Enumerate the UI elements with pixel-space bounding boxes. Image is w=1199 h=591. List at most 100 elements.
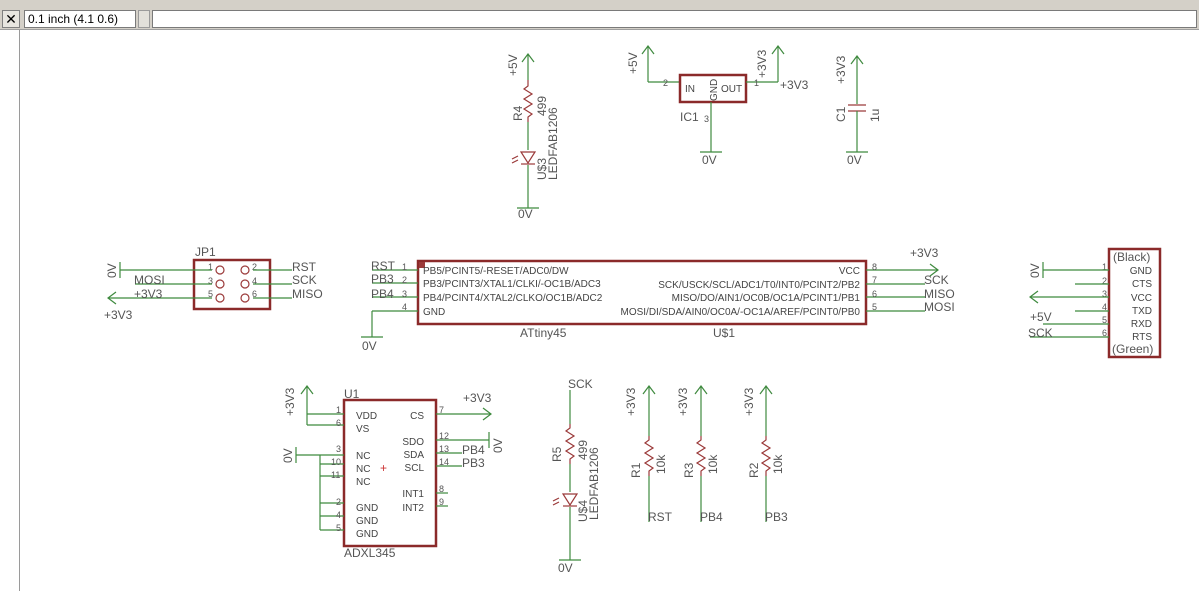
svg-text:NC: NC xyxy=(356,477,370,488)
ic1-pin-out: OUT xyxy=(721,84,742,95)
r3-value: 10k xyxy=(706,454,720,474)
grid-info-field[interactable]: 0.1 inch (4.1 0.6) xyxy=(24,10,136,28)
attiny-net-pb4: PB4 xyxy=(371,287,394,301)
jp1-mosi-label: MOSI xyxy=(134,273,165,287)
jp1-v33-out: +3V3 xyxy=(104,308,133,322)
svg-text:SDO: SDO xyxy=(402,437,424,448)
adxl-power-label: +3V3 xyxy=(283,387,297,416)
svg-text:INT1: INT1 xyxy=(402,489,424,500)
c1-block[interactable]: +3V3 C1 1u 0V xyxy=(834,55,882,167)
adxl-name: U1 xyxy=(344,387,360,401)
svg-text:GND: GND xyxy=(1130,266,1152,277)
r2-block[interactable]: +3V3 R2 10k PB3 xyxy=(742,385,788,524)
svg-text:NC: NC xyxy=(356,451,370,462)
led4-net-label: SCK xyxy=(568,377,593,391)
c1-value: 1u xyxy=(868,109,882,122)
r1-value: 10k xyxy=(654,454,668,474)
ic1-pin-in: IN xyxy=(685,84,695,95)
svg-text:INT2: INT2 xyxy=(402,503,424,514)
svg-text:4: 4 xyxy=(336,510,341,520)
jp1-name: JP1 xyxy=(195,245,216,259)
adxl345-block[interactable]: U1 ADXL345 +3V3 0V 1 6 3 10 11 2 4 5 VDD… xyxy=(281,385,505,560)
u4-name: U$4 xyxy=(576,500,590,522)
jp1-miso-label: MISO xyxy=(292,287,323,301)
svg-text:5: 5 xyxy=(1102,315,1107,325)
jp1-gnd-label: 0V xyxy=(105,263,119,278)
svg-text:4: 4 xyxy=(1102,302,1107,312)
attiny-pin-4: GND xyxy=(423,307,445,318)
svg-text:2: 2 xyxy=(402,275,407,285)
svg-text:VDD: VDD xyxy=(356,411,377,422)
ic1-name: IC1 xyxy=(680,110,699,124)
r3-net-label: PB4 xyxy=(700,510,723,524)
r5-value: 499 xyxy=(576,440,590,460)
r3-power-label: +3V3 xyxy=(676,387,690,416)
ftdi-bottom-label: (Green) xyxy=(1112,342,1153,356)
svg-text:6: 6 xyxy=(336,418,341,428)
r3-block[interactable]: +3V3 R3 10k PB4 xyxy=(676,385,723,524)
ic1-block[interactable]: +5V 2 IN OUT GND 1 +3V3 +3V3 IC1 3 0V xyxy=(626,45,809,167)
svg-text:4: 4 xyxy=(402,302,407,312)
svg-text:6: 6 xyxy=(872,289,877,299)
svg-text:RXD: RXD xyxy=(1131,319,1152,330)
attiny-pin-5: MOSI/DI/SDA/AIN0/OC0A/-OC1A/AREF/PCINT0/… xyxy=(620,307,860,318)
svg-text:6: 6 xyxy=(252,289,257,299)
r4-name: R4 xyxy=(511,105,525,121)
toolbar-separator-button[interactable] xyxy=(138,10,150,28)
c1-name: C1 xyxy=(834,106,848,122)
u4-value: LEDFAB1206 xyxy=(587,447,601,520)
attiny-value: ATtiny45 xyxy=(520,326,567,340)
svg-text:GND: GND xyxy=(356,516,378,527)
svg-text:2: 2 xyxy=(252,262,257,272)
led4-block[interactable]: SCK R5 499 U$4 LEDFAB1206 0V xyxy=(550,377,601,575)
svg-text:4: 4 xyxy=(252,276,257,286)
svg-text:12: 12 xyxy=(439,431,449,441)
command-line[interactable] xyxy=(152,10,1197,28)
svg-text:SCL: SCL xyxy=(405,463,425,474)
led3-gnd-label: 0V xyxy=(518,207,533,221)
svg-text:2: 2 xyxy=(336,497,341,507)
svg-text:1: 1 xyxy=(336,405,341,415)
ic1-in-power-label: +5V xyxy=(626,52,640,74)
svg-text:9: 9 xyxy=(439,497,444,507)
svg-text:6: 6 xyxy=(1102,328,1107,338)
adxl-gnd-label: 0V xyxy=(281,448,295,463)
svg-text:3: 3 xyxy=(402,289,407,299)
jp1-block[interactable]: JP1 1 2 3 4 5 6 0V MOSI +3V3 +3V3 RST SC… xyxy=(104,245,323,322)
svg-text:10: 10 xyxy=(331,457,341,467)
svg-text:VS: VS xyxy=(356,424,370,435)
command-input[interactable] xyxy=(153,12,1196,28)
svg-text:1: 1 xyxy=(1102,262,1107,272)
r1-block[interactable]: +3V3 R1 10k RST xyxy=(624,385,673,524)
svg-text:CTS: CTS xyxy=(1132,279,1152,290)
svg-text:11: 11 xyxy=(331,470,340,480)
r5-name: R5 xyxy=(550,446,564,462)
ic1-out-power-side: +3V3 xyxy=(780,78,809,92)
close-button[interactable]: ✕ xyxy=(2,10,20,28)
attiny-name: U$1 xyxy=(713,326,735,340)
ftdi-block[interactable]: (Black) (Green) GND CTS VCC TXD RXD RTS … xyxy=(1028,247,1162,359)
ftdi-top-label: (Black) xyxy=(1113,250,1150,264)
r1-net-label: RST xyxy=(648,510,673,524)
svg-text:13: 13 xyxy=(439,444,449,454)
attiny-pin-7: SCK/USCK/SCL/ADC1/T0/INT0/PCINT2/PB2 xyxy=(658,280,860,291)
svg-text:5: 5 xyxy=(336,523,341,533)
svg-text:2: 2 xyxy=(663,78,668,88)
svg-text:1: 1 xyxy=(208,262,213,272)
attiny-net-sck: SCK xyxy=(924,273,949,287)
svg-text:VCC: VCC xyxy=(1131,293,1152,304)
c1-power-label: +3V3 xyxy=(834,55,848,84)
svg-text:1: 1 xyxy=(754,78,759,88)
r2-value: 10k xyxy=(771,454,785,474)
led4-gnd-label: 0V xyxy=(558,561,573,575)
jp1-rst-label: RST xyxy=(292,260,317,274)
ftdi-sck-label: SCK xyxy=(1028,326,1053,340)
led3-block[interactable]: +5V R4 499 U$3 LEDFAB1206 0V xyxy=(506,53,560,221)
svg-text:NC: NC xyxy=(356,464,370,475)
svg-text:TXD: TXD xyxy=(1132,306,1152,317)
svg-text:3: 3 xyxy=(208,276,213,286)
attiny-net-v33: +3V3 xyxy=(910,246,939,260)
u3-value: LEDFAB1206 xyxy=(546,107,560,180)
attiny45-block[interactable]: 0V RST PB3 PB4 1 2 3 4 PB5/PCINT5/-RESET… xyxy=(361,246,955,353)
